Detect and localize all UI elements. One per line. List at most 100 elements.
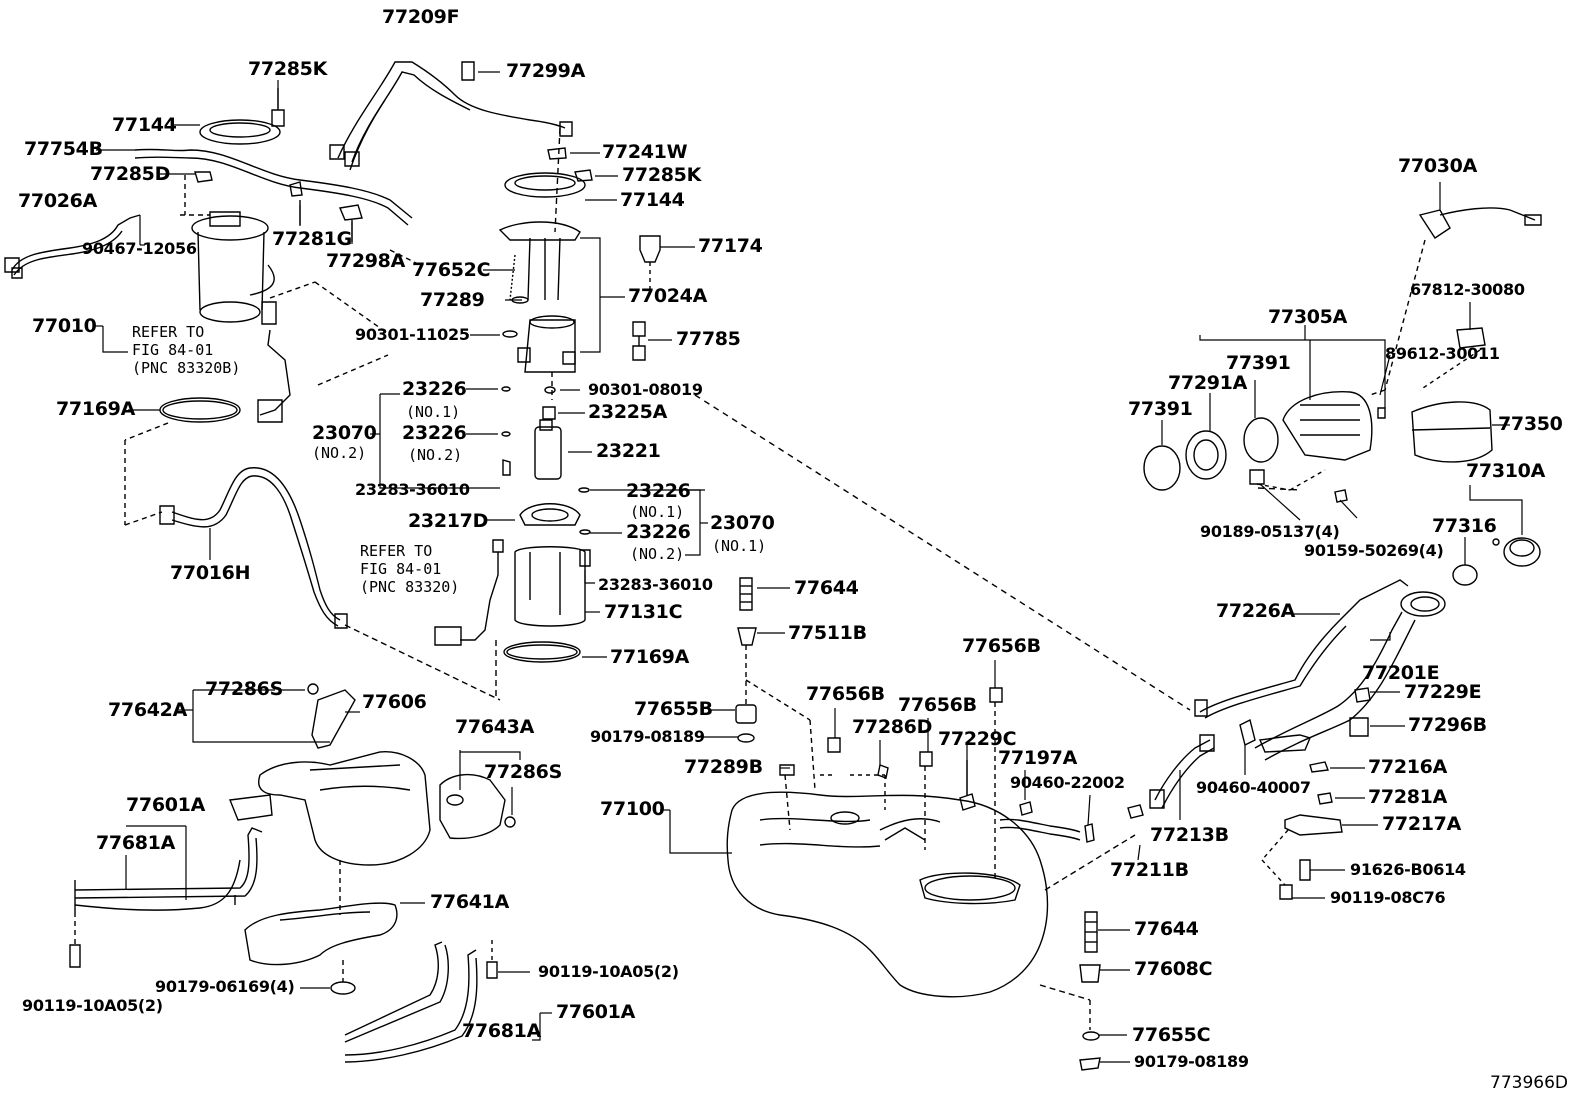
callout-label: 77316 bbox=[1432, 515, 1497, 537]
callout-label: 23070 bbox=[710, 512, 775, 534]
callout-label: 77286S bbox=[484, 761, 562, 783]
dashed-leaders bbox=[695, 395, 1300, 710]
callout-label: 77211B bbox=[1110, 859, 1189, 881]
note-line: REFER TO bbox=[132, 323, 205, 341]
callout-label: 77174 bbox=[698, 235, 763, 257]
figure-id: 773966D bbox=[1490, 1073, 1568, 1093]
callout-label: 77010 bbox=[32, 315, 97, 337]
callout-label: 77298A bbox=[326, 250, 406, 272]
callout-label: 77226A bbox=[1216, 600, 1296, 622]
callout-label: 77754B bbox=[24, 138, 103, 160]
callout-label: 77144 bbox=[112, 114, 177, 136]
callout-label: 90119-08C76 bbox=[1330, 888, 1446, 907]
callout-label: 23225A bbox=[588, 401, 668, 423]
note-line: REFER TO bbox=[360, 542, 433, 560]
callout-label: 23283-36010 bbox=[598, 575, 713, 594]
o-ring-77169a-upper bbox=[125, 398, 240, 525]
callout-label: 77197A bbox=[998, 747, 1078, 769]
qualifier: (NO.1) bbox=[406, 403, 461, 421]
callout-label: 77291A bbox=[1168, 372, 1248, 394]
callout-label: 90119-10A05(2) bbox=[22, 996, 163, 1015]
callout-label: 77642A bbox=[108, 699, 188, 721]
qualifier: (NO.1) bbox=[630, 503, 685, 521]
callout-label: 89612-30011 bbox=[1385, 344, 1500, 363]
callout-label: 77656B bbox=[962, 635, 1041, 657]
sensor-77644-center bbox=[736, 578, 815, 790]
tube-77016h bbox=[160, 468, 500, 700]
callout-label: 77606 bbox=[362, 691, 427, 713]
callout-label: 23226 bbox=[402, 422, 467, 444]
callout-label: 77681A bbox=[96, 832, 176, 854]
callout-label: 77131C bbox=[604, 601, 683, 623]
callout-label: 77310A bbox=[1466, 460, 1546, 482]
callout-label: 77144 bbox=[620, 189, 685, 211]
callout-label: 90179-08189 bbox=[590, 727, 705, 746]
callout-label: 77285K bbox=[622, 164, 702, 186]
callout-label: 77391 bbox=[1226, 352, 1291, 374]
protector-77641a bbox=[245, 903, 397, 994]
refer-note-83320: REFER TO FIG 84-01 (PNC 83320) bbox=[360, 542, 459, 596]
callout-label: 77785 bbox=[676, 328, 741, 350]
callout-label: 77286D bbox=[852, 716, 933, 738]
callout-label: 77100 bbox=[600, 798, 665, 820]
leader-lines bbox=[93, 72, 1522, 1062]
callout-label: 77209F bbox=[382, 6, 460, 28]
callout-label: 90159-50269(4) bbox=[1304, 541, 1444, 560]
callout-label: 77652C bbox=[412, 259, 491, 281]
callout-label: 77229C bbox=[938, 728, 1017, 750]
callout-label: 77601A bbox=[126, 794, 206, 816]
callout-label: 90189-05137(4) bbox=[1200, 522, 1340, 541]
callout-label: 77229E bbox=[1404, 681, 1482, 703]
callout-label: 77644 bbox=[794, 577, 859, 599]
callout-label: 23226 bbox=[402, 378, 467, 400]
fuel-tank-77100 bbox=[727, 688, 1135, 1030]
protector-77643a bbox=[440, 775, 515, 839]
callout-label: 77601A bbox=[556, 1001, 636, 1023]
callout-label: 77289 bbox=[420, 289, 485, 311]
callout-label: 77024A bbox=[628, 285, 708, 307]
callout-label: 23221 bbox=[596, 440, 661, 462]
callout-label: 77608C bbox=[1134, 958, 1213, 980]
callout-label: 90460-22002 bbox=[1010, 773, 1125, 792]
callout-label: 77350 bbox=[1498, 413, 1563, 435]
callout-label: 23283-36010 bbox=[355, 480, 470, 499]
gasket-77144-upper bbox=[200, 88, 284, 144]
note-line: FIG 84-01 bbox=[360, 560, 442, 578]
qualifier: (NO.2) bbox=[312, 444, 367, 462]
fuel-line-77209f bbox=[330, 62, 572, 170]
callout-label: 77656B bbox=[898, 694, 977, 716]
callout-label: 77305A bbox=[1268, 306, 1348, 328]
callout-label: 77641A bbox=[430, 891, 510, 913]
callout-label: 77216A bbox=[1368, 756, 1448, 778]
protector-77606 bbox=[230, 684, 430, 915]
callout-label: 23070 bbox=[312, 422, 377, 444]
note-line: (PNC 83320B) bbox=[132, 359, 241, 377]
callout-label: 77655B bbox=[634, 698, 713, 720]
qualifier: (NO.1) bbox=[712, 537, 767, 555]
callout-label: 77217A bbox=[1382, 813, 1462, 835]
callout-label: 77655C bbox=[1132, 1024, 1211, 1046]
callout-label: 90467-12056 bbox=[82, 239, 197, 258]
callout-label: 23226 bbox=[626, 480, 691, 502]
qualifier: (NO.2) bbox=[408, 446, 463, 464]
callout-label: 77511B bbox=[788, 622, 867, 644]
callout-label: 77169A bbox=[610, 646, 690, 668]
callout-label: 77656B bbox=[806, 683, 885, 705]
callout-label: 90301-08019 bbox=[588, 380, 703, 399]
callout-label: 77201E bbox=[1362, 662, 1440, 684]
callout-label: 77286S bbox=[205, 678, 283, 700]
callout-label: 77644 bbox=[1134, 918, 1199, 940]
callout-label: 77681A bbox=[462, 1020, 542, 1042]
callout-label: 77281G bbox=[272, 228, 352, 250]
strap-77681a-lower bbox=[345, 940, 497, 1062]
brackets-77216a bbox=[1262, 762, 1342, 899]
callout-label: 77285D bbox=[90, 163, 171, 185]
fuel-lid-area bbox=[1144, 208, 1541, 585]
callout-label: 77169A bbox=[56, 398, 136, 420]
callout-label: 91626-B0614 bbox=[1350, 860, 1466, 879]
callout-label: 77016H bbox=[170, 562, 251, 584]
sensor-77644-lower bbox=[1080, 912, 1100, 1070]
callout-label: 77296B bbox=[1408, 714, 1487, 736]
callout-label: 90460-40007 bbox=[1196, 778, 1311, 797]
